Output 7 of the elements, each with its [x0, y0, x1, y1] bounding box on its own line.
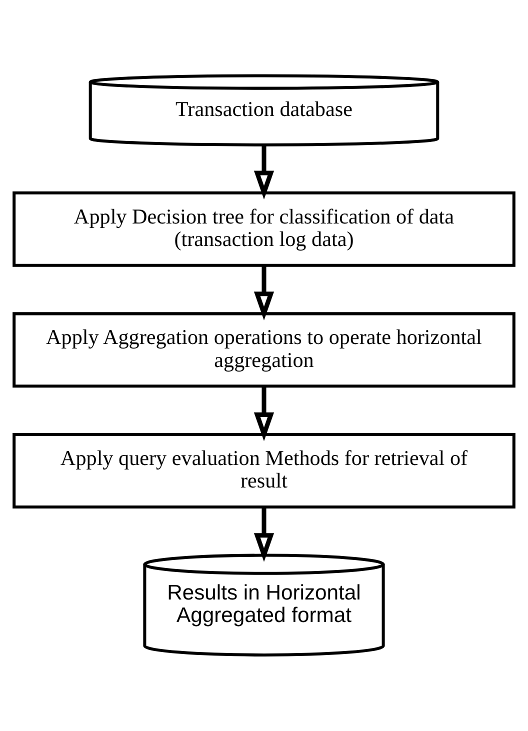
arrow [254, 266, 274, 320]
node-box: Apply Aggregation operations to operate horizontal aggregation [12, 312, 516, 388]
node-box: Apply Decision tree for classification of data (transaction log data) [12, 191, 516, 267]
arrow [254, 386, 274, 442]
arrow [254, 507, 274, 562]
arrow [254, 144, 274, 200]
node-box: Apply query evaluation Methods for retrieval of result [12, 432, 516, 508]
